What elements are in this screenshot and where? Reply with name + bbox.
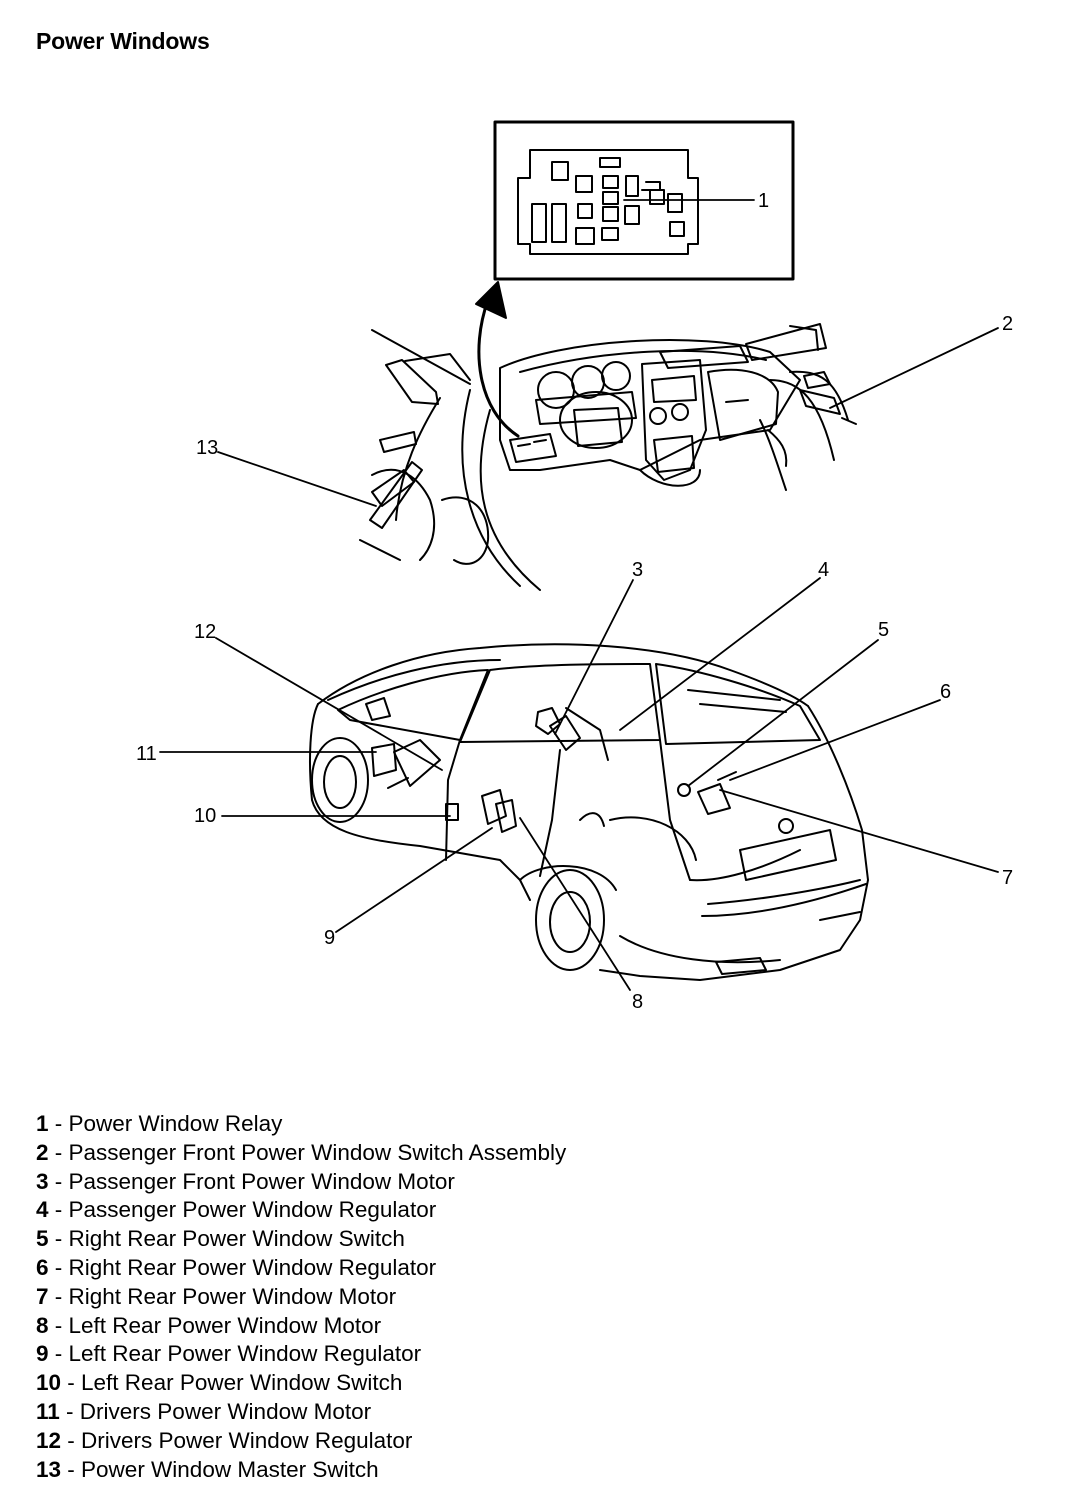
- legend-item: 1 - Power Window Relay: [36, 1110, 566, 1139]
- legend-number: 11: [36, 1398, 60, 1424]
- callout-6: 6: [940, 681, 951, 703]
- legend-label: Right Rear Power Window Motor: [68, 1283, 397, 1309]
- legend-number: 9: [36, 1341, 49, 1367]
- legend-item: 7 - Right Rear Power Window Motor: [36, 1283, 566, 1312]
- legend-label: Left Rear Power Window Switch: [81, 1370, 403, 1396]
- legend-item: 3 - Passenger Front Power Window Motor: [36, 1168, 566, 1197]
- legend-label: Passenger Power Window Regulator: [68, 1197, 437, 1223]
- legend-number: 12: [36, 1427, 62, 1453]
- callout-8: 8: [632, 991, 643, 1013]
- legend-separator: -: [61, 1370, 82, 1396]
- callout-10: 10: [194, 805, 216, 827]
- legend-label: Passenger Front Power Window Motor: [68, 1168, 455, 1194]
- legend-separator: -: [48, 1341, 69, 1367]
- legend-label: Right Rear Power Window Regulator: [68, 1254, 437, 1280]
- legend-number: 1: [36, 1111, 49, 1136]
- legend-number: 6: [36, 1254, 49, 1280]
- callout-1: 1: [758, 190, 769, 212]
- legend-label: Drivers Power Window Motor: [79, 1398, 372, 1424]
- interior-dashboard-view: [359, 323, 857, 591]
- car-exterior-view: [309, 643, 869, 981]
- callout-3: 3: [632, 559, 643, 581]
- legend-number: 2: [36, 1139, 49, 1165]
- callout-9: 9: [324, 927, 335, 949]
- leader-lines: [159, 199, 999, 991]
- callout-7: 7: [1002, 867, 1013, 889]
- legend-separator: -: [48, 1168, 69, 1194]
- legend-separator: -: [61, 1427, 82, 1453]
- legend-label: Right Rear Power Window Switch: [68, 1226, 405, 1252]
- legend-separator: -: [48, 1139, 69, 1165]
- callout-4: 4: [818, 559, 829, 581]
- relay-box-inset: [493, 120, 795, 281]
- callout-12: 12: [194, 621, 216, 643]
- legend-item: 8 - Left Rear Power Window Motor: [36, 1312, 566, 1341]
- legend-separator: -: [48, 1226, 69, 1252]
- power-windows-diagram: 1 2 3 4 5 6 7 8 9 10 11 12 13: [136, 120, 1013, 1013]
- legend-number: 8: [36, 1312, 49, 1338]
- legend-item: 5 - Right Rear Power Window Switch: [36, 1225, 566, 1254]
- arrow-up: [475, 281, 520, 438]
- legend-number: 5: [36, 1226, 49, 1252]
- legend-label: Power Window Relay: [68, 1111, 283, 1136]
- legend-number: 3: [36, 1168, 49, 1194]
- callout-11: 11: [136, 743, 157, 765]
- callout-2: 2: [1002, 313, 1013, 335]
- callout-5: 5: [878, 619, 889, 641]
- legend-item: 12 - Drivers Power Window Regulator: [36, 1427, 566, 1456]
- callouts: 1 2 3 4 5 6 7 8 9 10 11 12 13: [136, 190, 1013, 1013]
- legend-number: 4: [36, 1197, 49, 1223]
- legend-label: Drivers Power Window Regulator: [81, 1427, 413, 1453]
- legend-item: 13 - Power Window Master Switch: [36, 1456, 566, 1485]
- legend-number: 10: [36, 1370, 62, 1396]
- callout-13: 13: [196, 437, 218, 459]
- legend-separator: -: [59, 1398, 80, 1424]
- legend-item: 2 - Passenger Front Power Window Switch …: [36, 1139, 566, 1168]
- legend-item: 6 - Right Rear Power Window Regulator: [36, 1254, 566, 1283]
- legend-item: 4 - Passenger Power Window Regulator: [36, 1196, 566, 1225]
- legend-item: 10 - Left Rear Power Window Switch: [36, 1369, 566, 1398]
- legend: 1 - Power Window Relay 2 - Passenger Fro…: [36, 1110, 566, 1484]
- legend-separator: -: [48, 1254, 69, 1280]
- legend-separator: -: [48, 1197, 69, 1223]
- legend-label: Left Rear Power Window Regulator: [68, 1341, 422, 1367]
- legend-separator: -: [48, 1312, 69, 1338]
- legend-label: Left Rear Power Window Motor: [68, 1312, 382, 1338]
- legend-label: Power Window Master Switch: [81, 1456, 379, 1482]
- page-title: Power Windows: [36, 28, 210, 54]
- legend-item: 11 - Drivers Power Window Motor: [36, 1398, 566, 1427]
- legend-item: 9 - Left Rear Power Window Regulator: [36, 1340, 566, 1369]
- legend-label: Passenger Front Power Window Switch Asse…: [68, 1139, 567, 1165]
- legend-separator: -: [48, 1111, 69, 1136]
- legend-number: 7: [36, 1283, 49, 1309]
- legend-number: 13: [36, 1456, 62, 1482]
- legend-separator: -: [48, 1283, 69, 1309]
- legend-separator: -: [61, 1456, 82, 1482]
